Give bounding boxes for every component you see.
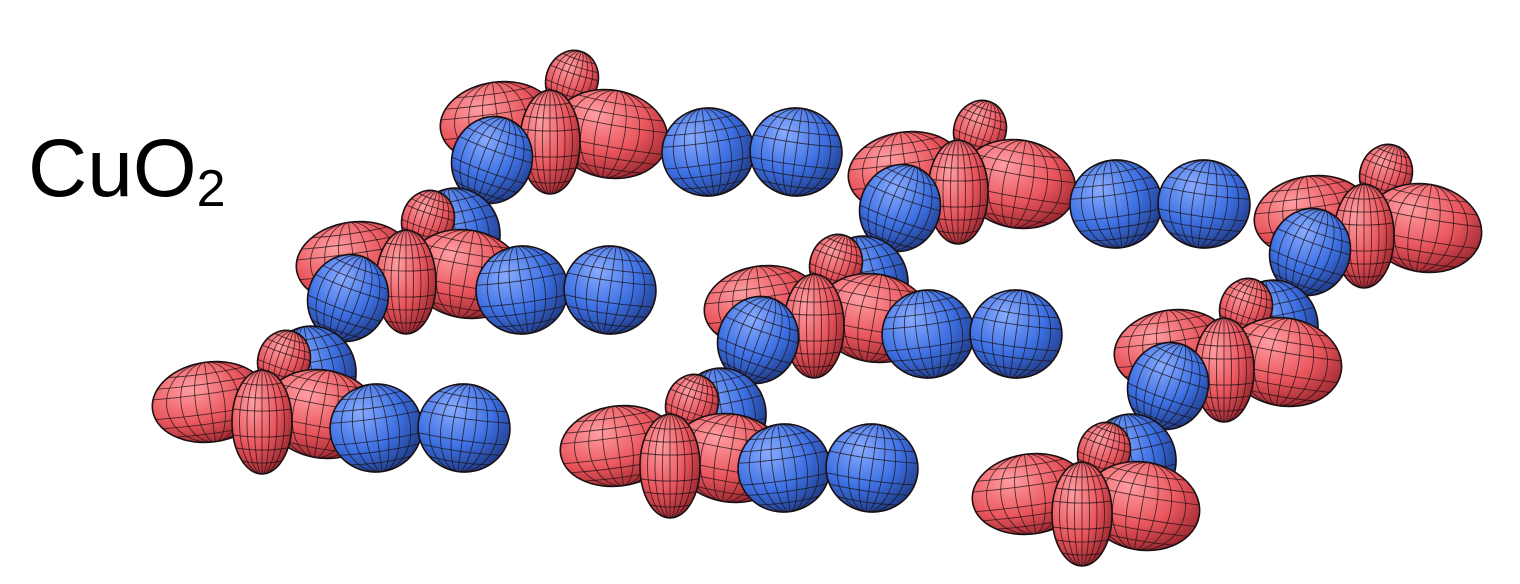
o-p-orbital [475,245,657,335]
cu-orbital-lobe [783,273,845,379]
o-p-orbital [329,383,511,473]
cu-orbital-lobe [959,138,1077,230]
o-p-orbital [737,423,919,513]
cu-orbital-lobe [1051,461,1113,567]
o-p-orbital [881,289,1063,379]
o-orbital-lobe [563,245,657,335]
cu-d-orbital [971,421,1201,567]
o-orbital-lobe [1126,341,1210,431]
o-orbital-lobe [969,289,1063,379]
o-orbital-lobe [881,289,975,379]
o-p-orbital [1069,159,1251,249]
o-orbital-lobe [417,383,511,473]
o-orbital-lobe [716,295,800,385]
orbital-scene [151,49,1483,567]
o-orbital-lobe [737,423,831,513]
o-orbital-lobe [661,107,755,197]
o-orbital-lobe [858,163,942,253]
cu-orbital-lobe [231,369,293,475]
cu-orbital-lobe [1365,182,1483,274]
formula-subscript: 2 [196,160,226,218]
o-p-orbital [661,107,843,197]
formula-label: CuO2 [28,128,226,216]
o-orbital-lobe [1157,159,1251,249]
cu-orbital-lobe [375,229,437,335]
cu-orbital-lobe [519,89,581,195]
o-orbital-lobe [1069,159,1163,249]
o-orbital-lobe [825,423,919,513]
cu-orbital-lobe [927,139,989,245]
cu-orbital-lobe [551,88,669,180]
cu-orbital-lobe [639,413,701,519]
o-orbital-lobe [749,107,843,197]
formula-base: CuO [28,123,197,214]
o-orbital-lobe [475,245,569,335]
cu-orbital-lobe [1225,316,1343,408]
